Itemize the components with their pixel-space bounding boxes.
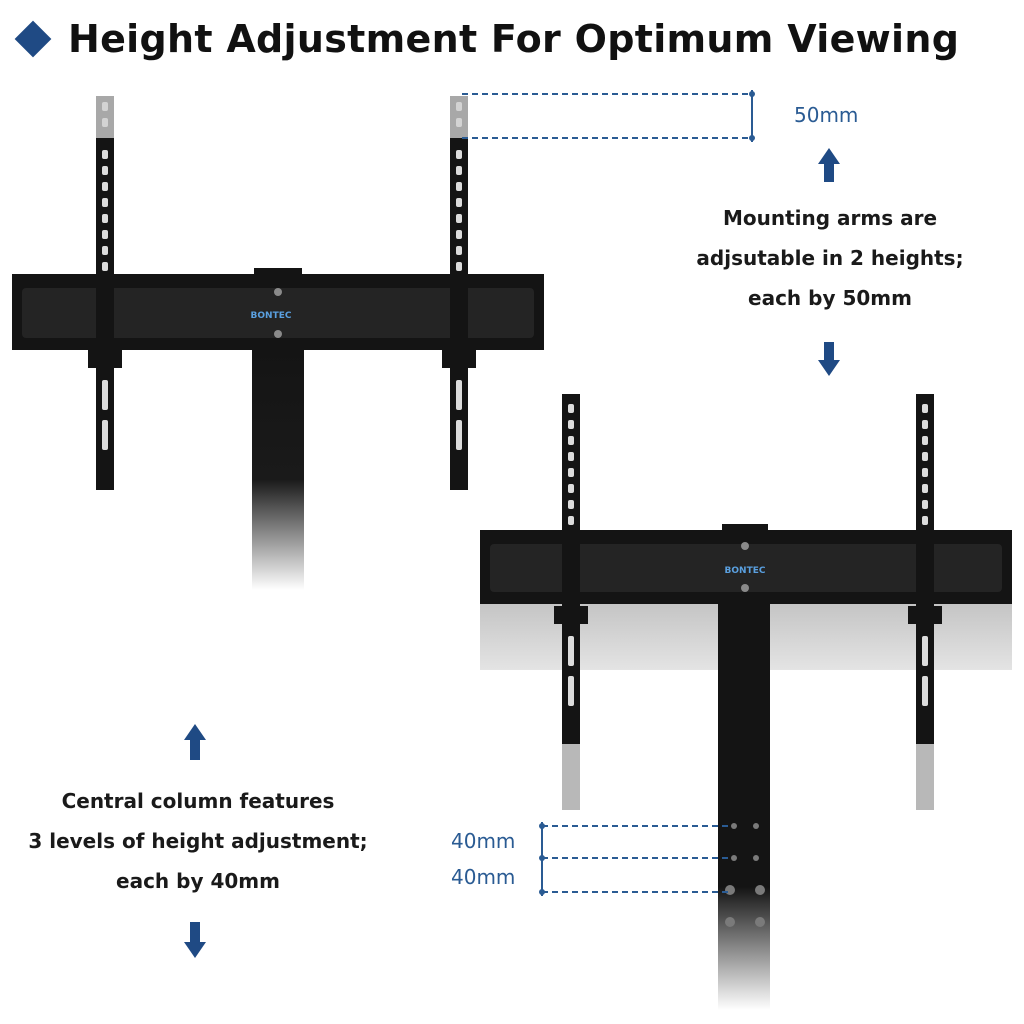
arms-note: Mounting arms are adjsutable in 2 height… <box>680 198 980 318</box>
column-dimension-lines <box>541 822 730 896</box>
arms-note-line: Mounting arms are <box>722 206 938 230</box>
mounting-arm-left-lower <box>562 394 580 744</box>
column-note: Central column features 3 levels of heig… <box>10 781 386 901</box>
arms-note-line: adjsutable in 2 heights; <box>696 246 964 270</box>
arrow-down-icon <box>184 922 206 958</box>
header: Height Adjustment For Optimum Viewing <box>12 14 959 64</box>
brand-logo-upper: BONTEC <box>251 311 292 321</box>
column-step-label-2: 40mm <box>451 865 516 889</box>
brand-logo-lower: BONTEC <box>725 566 766 576</box>
column-note-line: Central column features <box>61 789 335 813</box>
column-note-line: 3 levels of height adjustment; <box>28 829 368 853</box>
arrow-up-icon <box>184 724 206 760</box>
mounting-arm-right-lower <box>916 394 934 744</box>
arrow-down-icon <box>818 342 840 376</box>
arrow-up-icon <box>818 148 840 182</box>
lower-mount: BONTEC <box>480 394 1012 1010</box>
column-step-label-1: 40mm <box>451 829 516 853</box>
upper-mount: BONTEC <box>12 96 544 590</box>
page-title: Height Adjustment For Optimum Viewing <box>68 17 960 61</box>
central-column-upper <box>252 345 304 590</box>
central-column-lower <box>718 600 770 1010</box>
column-note-line: each by 40mm <box>116 869 280 893</box>
mounting-arm-right-upper <box>450 138 468 490</box>
arm-dimension-lines <box>462 90 753 142</box>
arm-step-label: 50mm <box>794 103 859 127</box>
arms-note-line: each by 50mm <box>748 286 912 310</box>
mounting-arm-left-upper <box>96 138 114 490</box>
